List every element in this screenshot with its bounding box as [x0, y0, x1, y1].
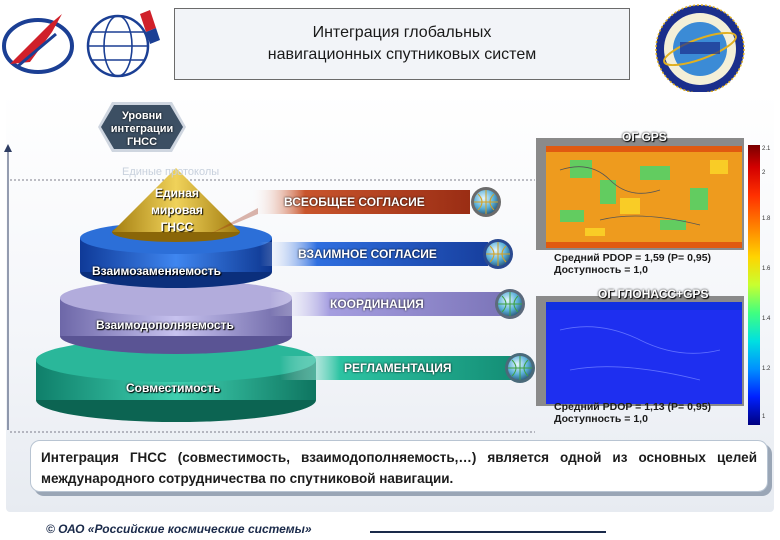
scale-tick: 1.6 [762, 266, 771, 272]
unified-gnss-label: Единая мировая ГНСС [151, 186, 203, 234]
glonass-emblem-icon [650, 2, 750, 97]
glonass-gps-pdop-map [536, 296, 744, 406]
bar-regulation [280, 356, 520, 380]
scale-tick: 1.4 [762, 316, 771, 322]
faint-protocols-label: Единые протоколы [122, 166, 220, 178]
gps-map-stats: Средний PDOP = 1,59 (P= 0,95) Доступност… [554, 252, 712, 276]
globe-icon-3 [495, 289, 525, 319]
tier-complementarity [60, 280, 292, 354]
glonass-gps-map-stats: Средний PDOP = 1,13 (P= 0,95) Доступност… [554, 401, 712, 425]
gps-map-title: ОГ GPS [622, 130, 667, 144]
footer-copyright: © ОАО «Российские космические системы» [46, 522, 312, 536]
tier-label-complementarity: Взаимодополняемость [96, 318, 234, 332]
bar-universal-agreement [210, 190, 470, 234]
axis-arrow-icon [4, 144, 12, 152]
title-line-1: Интеграция глобальных [312, 24, 492, 41]
tier-label-interchangeability: Взаимозаменяемость [92, 264, 222, 278]
levels-hexagon-label: Уровни интеграции ГНСС [110, 110, 174, 148]
bar-label-coordination: КООРДИНАЦИЯ [330, 297, 424, 311]
glonass-gps-map-title: ОГ ГЛОНАСС+GPS [598, 287, 709, 301]
bar-label-regulation: РЕГЛАМЕНТАЦИЯ [344, 361, 452, 375]
summary-box: Интеграция ГНСС (совместимость, взаимодо… [30, 440, 768, 492]
scale-tick: 1.2 [762, 366, 771, 372]
page-title: Интеграция глобальных навигационных спут… [174, 8, 630, 80]
globe-icon-2 [483, 239, 513, 269]
bar-label-universal-agreement: ВСЕОБЩЕЕ СОГЛАСИЕ [284, 195, 425, 209]
scale-tick: 2.1 [762, 146, 771, 152]
globe-icon-1 [471, 187, 501, 217]
bar-label-mutual-agreement: ВЗАИМНОЕ СОГЛАСИЕ [298, 247, 437, 261]
pdop-color-scale [748, 145, 760, 425]
globe-icon-4 [505, 353, 535, 383]
scale-tick: 1.8 [762, 216, 771, 222]
gps-pdop-map [536, 138, 744, 250]
roscosmos-logo [0, 4, 170, 84]
bar-coordination [270, 292, 508, 316]
scale-tick: 1 [762, 414, 766, 420]
globe-logo-icon [86, 10, 160, 78]
levels-hexagon [98, 102, 186, 152]
scale-tick: 2 [762, 170, 766, 176]
footer-divider [370, 531, 606, 533]
tier-label-compatibility: Совместимость [126, 381, 221, 395]
bar-mutual-agreement [260, 242, 488, 266]
tier-unified-gnss [112, 168, 240, 242]
title-line-2: навигационных спутниковых систем [267, 46, 537, 63]
